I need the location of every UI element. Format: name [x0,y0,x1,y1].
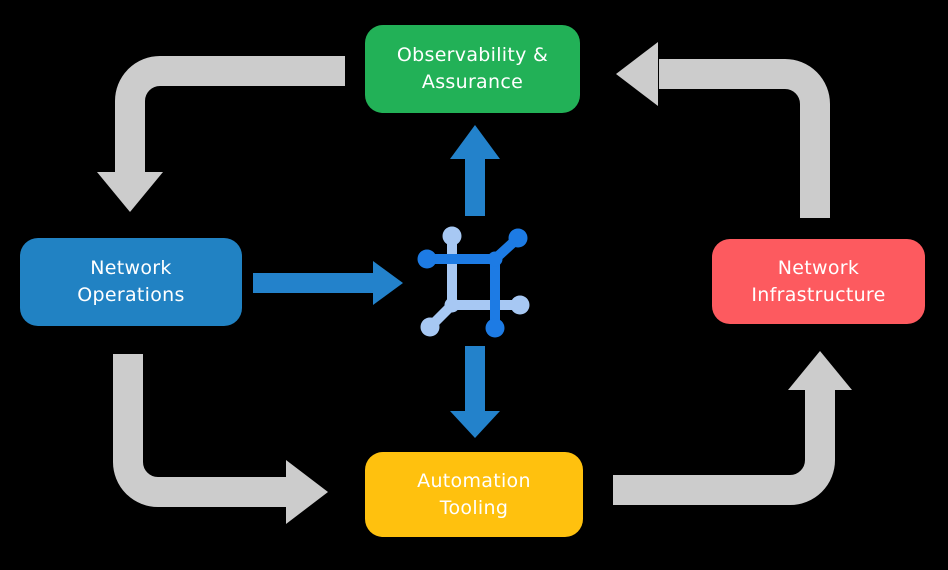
node-network-operations: Network Operations [20,238,242,326]
arrow-operations-to-center [253,261,403,305]
node-network-operations-label: Network Operations [77,257,185,306]
node-observability-assurance: Observability & Assurance [365,25,580,113]
node-network-infrastructure-label: Network Infrastructure [751,256,886,306]
arrow-center-to-observability [450,125,500,216]
arrow-infrastructure-to-observability [616,42,830,218]
node-observability-assurance-label: Observability & Assurance [396,44,549,93]
arrow-automation-to-infrastructure [613,351,852,505]
arrow-center-to-automation [450,346,500,438]
node-automation-tooling-label: Automation Tooling [417,469,531,519]
arrow-operations-to-automation [113,354,328,524]
network-mesh-icon [417,226,530,338]
arrow-observability-to-operations [97,56,345,212]
node-automation-tooling: Automation Tooling [365,452,583,537]
network-mesh-icon-dark-strokes [417,228,528,338]
node-network-infrastructure: Network Infrastructure [712,239,925,324]
